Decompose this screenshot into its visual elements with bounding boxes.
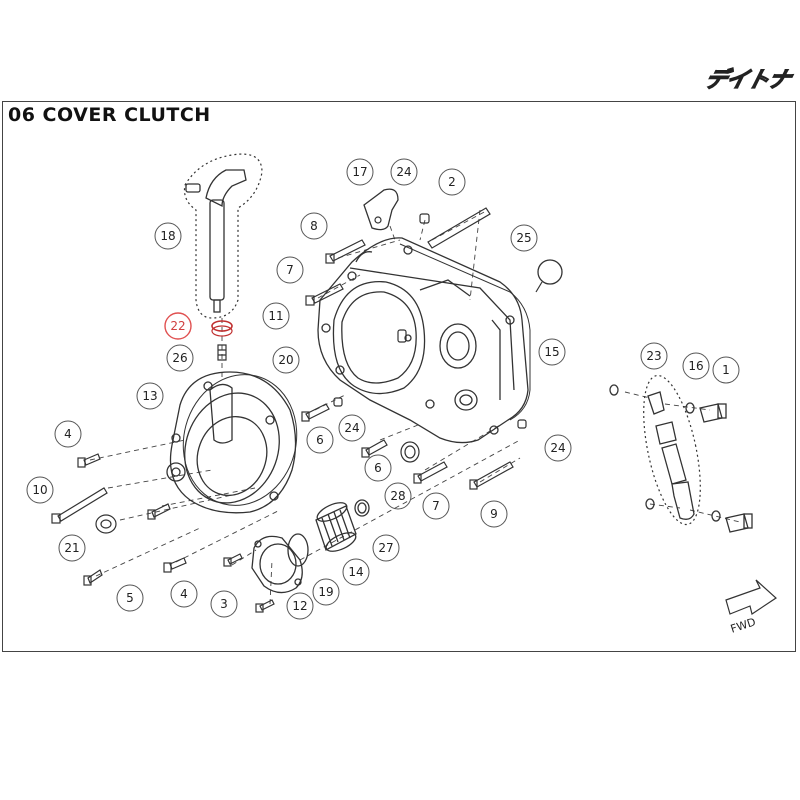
callout-label: 18 <box>160 229 175 243</box>
callout-label: 16 <box>688 359 703 373</box>
callout-label: 10 <box>32 483 47 497</box>
fwd-arrow <box>725 579 777 615</box>
cap-25 <box>537 259 563 285</box>
seal-22-part <box>211 320 233 332</box>
callout-1: 1 <box>712 356 740 384</box>
o-ring-19 <box>287 533 309 567</box>
callout-23: 23 <box>640 342 668 370</box>
callout-label: 24 <box>344 421 359 435</box>
callout-28: 28 <box>384 482 412 510</box>
callout-15: 15 <box>538 338 566 366</box>
callout-label: 6 <box>316 433 324 447</box>
callout-6b: 6 <box>364 454 392 482</box>
callout-3: 3 <box>210 590 238 618</box>
gasket-20 <box>182 374 298 506</box>
callout-11: 11 <box>262 302 290 330</box>
callout-label: 7 <box>286 263 294 277</box>
callout-4a: 4 <box>54 420 82 448</box>
callout-label: 12 <box>292 599 307 613</box>
callout-label: 20 <box>278 353 293 367</box>
callout-label: 9 <box>490 507 498 521</box>
lever-assembly-outline <box>183 153 263 319</box>
callout-24c: 24 <box>544 434 572 462</box>
callout-label: 19 <box>318 585 333 599</box>
oil-filter-14 <box>315 505 357 551</box>
callout-22-highlighted: 22 <box>164 312 192 340</box>
callout-label: 8 <box>310 219 318 233</box>
callout-9: 9 <box>480 500 508 528</box>
callout-label: 6 <box>374 461 382 475</box>
callout-6a: 6 <box>306 426 334 454</box>
callout-label: 1 <box>722 363 730 377</box>
callout-27: 27 <box>372 534 400 562</box>
callout-7a: 7 <box>276 256 304 284</box>
callout-17: 17 <box>346 158 374 186</box>
callout-label: 7 <box>432 499 440 513</box>
leader-lines <box>89 209 741 605</box>
callout-label: 3 <box>220 597 228 611</box>
seal-28 <box>400 441 420 463</box>
callout-10: 10 <box>26 476 54 504</box>
callout-16: 16 <box>682 352 710 380</box>
callout-21: 21 <box>58 534 86 562</box>
callout-label: 5 <box>126 591 134 605</box>
oil-line-parts <box>609 384 753 533</box>
callout-label: 26 <box>172 351 187 365</box>
oil-filter-assembly <box>251 499 370 594</box>
pin-26-part <box>217 344 227 361</box>
callout-label: 24 <box>396 165 411 179</box>
callout-label: 2 <box>448 175 456 189</box>
section-title: 06 COVER CLUTCH <box>8 104 211 126</box>
callout-18: 18 <box>154 222 182 250</box>
seal-21 <box>95 514 117 534</box>
callout-24a: 24 <box>390 158 418 186</box>
callout-25: 25 <box>510 224 538 252</box>
spring-27 <box>354 499 370 517</box>
callout-label: 11 <box>268 309 283 323</box>
callout-label: 24 <box>550 441 565 455</box>
callout-label: 13 <box>142 389 157 403</box>
clutch-cover-housing <box>317 237 529 444</box>
callout-12: 12 <box>286 592 314 620</box>
callout-5: 5 <box>116 584 144 612</box>
callout-label: 4 <box>180 587 188 601</box>
gasket-15 <box>399 243 531 421</box>
callout-label: 21 <box>64 541 79 555</box>
callout-label: 4 <box>64 427 72 441</box>
callout-8: 8 <box>300 212 328 240</box>
clutch-lever <box>185 169 247 313</box>
callout-14: 14 <box>342 558 370 586</box>
diagram-frame <box>2 101 796 652</box>
callout-2: 2 <box>438 168 466 196</box>
callout-label: 27 <box>378 541 393 555</box>
callout-label: 14 <box>348 565 363 579</box>
callout-19: 19 <box>312 578 340 606</box>
callout-24b: 24 <box>338 414 366 442</box>
oil-line-outline <box>643 374 701 526</box>
callout-20: 20 <box>272 346 300 374</box>
callout-7b: 7 <box>422 492 450 520</box>
callout-label: 25 <box>516 231 531 245</box>
callout-26: 26 <box>166 344 194 372</box>
bolts <box>51 207 527 613</box>
fwd-label: FWD <box>729 615 757 635</box>
callouts: 1 2 3 4 4 5 6 6 7 7 8 9 10 11 12 13 14 1… <box>26 158 740 620</box>
callout-label: 22 <box>170 319 185 333</box>
clutch-outer-cover <box>166 371 297 514</box>
callout-label: 23 <box>646 349 661 363</box>
callout-13: 13 <box>136 382 164 410</box>
callout-4b: 4 <box>170 580 198 608</box>
callout-label: 28 <box>390 489 405 503</box>
callout-label: 17 <box>352 165 367 179</box>
callout-label: 15 <box>544 345 559 359</box>
bracket-17 <box>363 188 399 231</box>
